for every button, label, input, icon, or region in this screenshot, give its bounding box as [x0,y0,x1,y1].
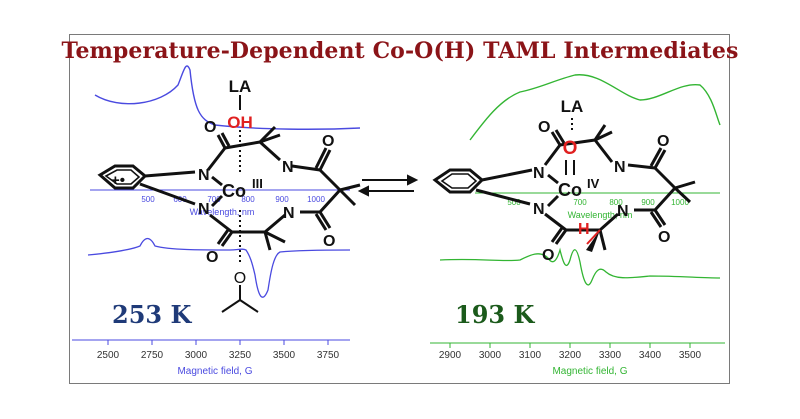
left-epr-ticks [107,340,329,345]
right-uv-tick: 1000 [671,198,689,207]
left-structure [97,95,361,313]
right-uv-tick: 700 [573,198,587,207]
left-uv-axis-label: Wavelength, nm [190,207,255,217]
right-n-atom: N [533,201,545,218]
equilibrium-arrows-icon [357,174,419,197]
right-n-atom: N [617,203,629,220]
right-uv-tick: 500 [507,198,521,207]
right-h-label: H [578,221,590,238]
right-uv-tick: 900 [641,198,655,207]
right-wedge-bond [586,230,600,252]
right-epr-tick: 3300 [599,350,622,361]
left-epr-axis-label: Magnetic field, G [177,366,252,377]
right-epr-tick: 3000 [479,350,502,361]
right-h-bond [586,229,601,245]
right-structure [432,118,696,251]
right-oxidation-label: IV [587,176,600,191]
right-epr-tick: 3200 [559,350,582,361]
right-uv-axis-label: Wavelength, nm [568,210,633,220]
left-epr-tick: 2500 [97,350,120,361]
left-uv-tick: 800 [241,195,255,204]
left-o-atom: O [323,233,335,250]
right-uv-spectrum [469,74,721,141]
left-uv-tick: 1000 [307,195,325,204]
right-epr-axis-label: Magnetic field, G [552,366,627,377]
right-epr-spectrum [439,247,721,286]
left-n-atom: N [198,167,210,184]
left-epr-tick: 3750 [317,350,340,361]
right-n-atom: N [533,165,545,182]
figure-title: Temperature-Dependent Co-O(H) TAML Inter… [61,38,739,64]
right-epr-ticks [449,343,691,348]
left-uv-tick: 700 [207,195,221,204]
left-n-atom: N [282,159,294,176]
right-o-apical-label: O [563,138,578,159]
right-uv-tick: 800 [609,198,623,207]
left-uv-tick: 900 [275,195,289,204]
left-o-atom: O [206,249,218,266]
left-epr-spectrum [87,237,351,298]
left-uv-tick: 500 [141,195,155,204]
left-n-atom: N [283,205,295,222]
left-uv-spectrum [94,65,361,130]
right-o-atom: O [542,247,554,264]
left-o-atom: O [234,270,246,287]
left-oxidation-label: III [252,176,263,191]
left-temperature-label: 253 K [112,300,192,329]
left-n-atom: N [198,201,210,218]
left-epr-tick: 3500 [273,350,296,361]
right-epr-tick: 3400 [639,350,662,361]
left-radical-cation-label: +• [111,172,125,189]
left-co-label: Co [222,181,246,201]
right-o-atom: O [538,119,550,136]
right-n-atom: N [614,159,626,176]
left-o-atom: O [204,119,216,136]
left-epr-tick: 2750 [141,350,164,361]
right-epr-tick: 3100 [519,350,542,361]
right-o-atom: O [657,133,669,150]
left-oh-label: OH [227,113,253,132]
right-epr-tick: 2900 [439,350,462,361]
figure-frame [69,34,730,384]
right-la-label: LA [561,97,584,116]
left-o-atom: O [322,133,334,150]
left-epr-tick: 3000 [185,350,208,361]
left-epr-tick: 3250 [229,350,252,361]
right-o-atom: O [658,229,670,246]
right-temperature-label: 193 K [455,300,535,329]
left-la-label: LA [229,77,252,96]
right-epr-tick: 3500 [679,350,702,361]
right-co-label: Co [558,180,582,200]
